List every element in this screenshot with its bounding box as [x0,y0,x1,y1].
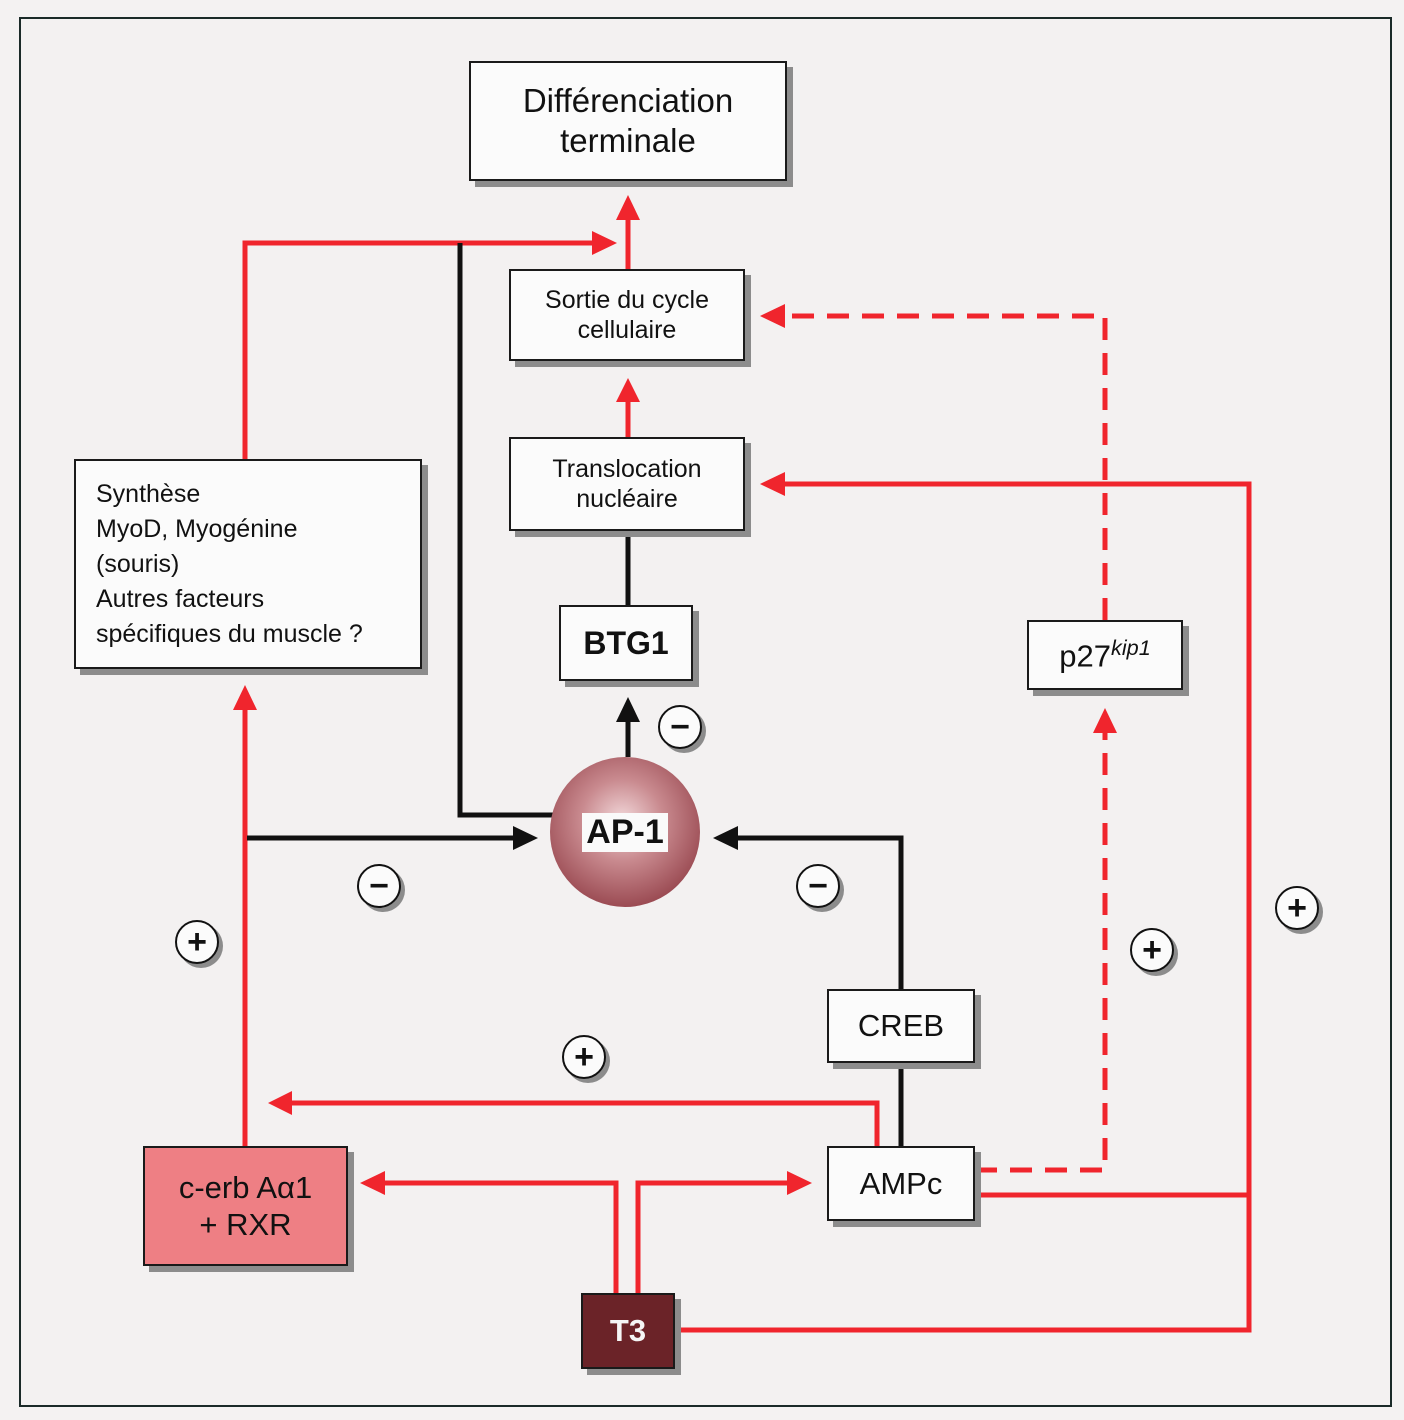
arrowhead-to-ampc [787,1171,812,1195]
node-label: BTG1 [583,624,669,661]
activate-sign-p27: + [1130,928,1174,972]
arrowhead-to-junction [592,231,617,255]
arrowhead-to-synthese [233,685,257,710]
node-creb: CREB [827,989,975,1063]
node-btg1: BTG1 [559,605,693,681]
link-ampc-to-cerb [290,1100,880,1147]
link-ap1-to-junction [457,243,555,818]
node-label: c-erb Aα1 + RXR [178,1169,313,1242]
minus-icon: − [369,867,389,905]
node-label: AMPc [859,1165,943,1201]
arrowhead-to-cerb-top [268,1091,292,1115]
plus-icon: + [1142,931,1162,969]
inhibit-sign-left: − [357,864,401,908]
node-cerb-rxr: c-erb Aα1 + RXR [143,1146,348,1266]
node-label: T3 [609,1313,647,1349]
node-t3: T3 [581,1293,675,1369]
activate-sign-synthese: + [175,920,219,964]
node-label: CREB [857,1008,945,1044]
node-ampc: AMPc [827,1146,975,1221]
dashed-link-ampc-to-p27 [975,731,1108,1173]
p27-base: p27 [1059,638,1111,674]
node-label: p27kip1 [1059,635,1151,675]
activate-sign-translocation: + [1275,886,1319,930]
link-synthese-to-differenciation [242,240,595,460]
plus-icon: + [1287,889,1307,927]
node-ap1: AP-1 [550,757,700,907]
minus-icon: − [808,867,828,905]
arrowhead-to-sortie [616,378,640,402]
arrowhead-dashed-to-sortie [760,304,785,328]
inhibit-sign-right: − [796,864,840,908]
node-p27: p27kip1 [1027,620,1183,690]
minus-icon: − [670,708,690,746]
p27-superscript: kip1 [1110,635,1151,661]
arrowhead-to-btg1 [616,697,640,722]
arrowhead-to-translocation [760,472,785,496]
link-t3-to-right [675,1195,1252,1333]
inhibit-sign-btg1: − [658,705,702,749]
node-translocation: Translocation nucléaire [509,437,745,531]
node-label: Sortie du cycle cellulaire [545,286,709,344]
arrowhead-right-to-ap1 [713,826,738,850]
node-label: Translocation nucléaire [552,455,702,513]
activate-sign-cerb: + [562,1035,606,1079]
plus-icon: + [187,923,207,961]
plus-icon: + [574,1038,594,1076]
arrowhead-to-p27 [1093,708,1117,733]
link-creb-inhibit-ap1 [736,835,904,990]
link-ampc-to-translocation [783,481,1252,1198]
arrowhead-left-to-ap1 [513,826,538,850]
arrowhead-to-cerb [360,1171,385,1195]
node-sortie-cycle: Sortie du cycle cellulaire [509,269,745,361]
node-label: Différenciation terminale [522,82,734,159]
link-t3-to-ampc [635,1180,790,1295]
arrowhead-to-differenciation [616,195,640,220]
dashed-link-p27-to-sortie [783,313,1108,620]
node-differenciation-terminale: Différenciation terminale [469,61,787,181]
node-label: Synthèse MyoD, Myogénine (souris) Autres… [96,479,363,648]
node-synthese: Synthèse MyoD, Myogénine (souris) Autres… [74,459,422,669]
link-t3-to-cerb [383,1180,619,1295]
node-label: AP-1 [582,812,668,852]
